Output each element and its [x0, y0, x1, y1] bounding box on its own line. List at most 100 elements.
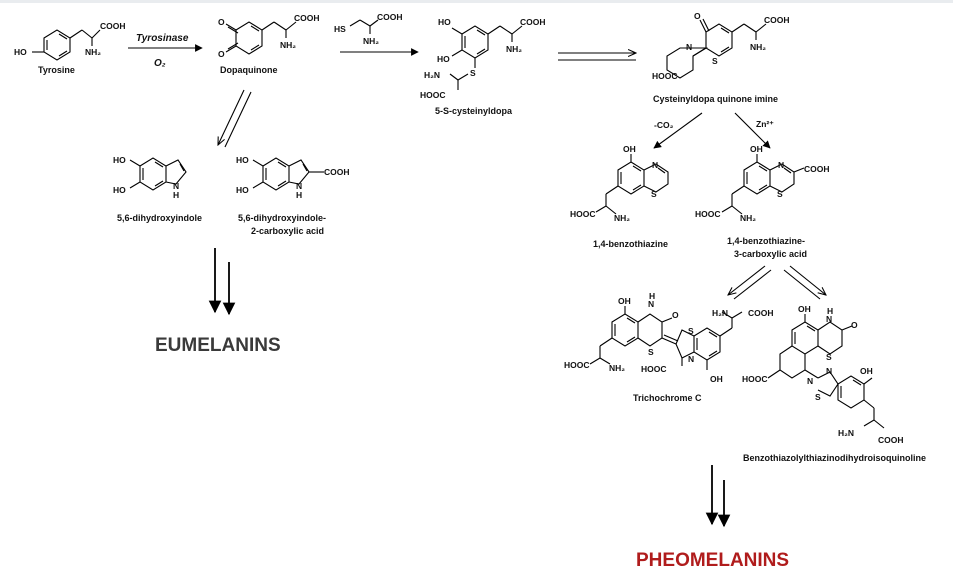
tyrosine-ho-label: HO	[14, 47, 27, 57]
quinone-imine-cooh-label: COOH	[764, 15, 790, 25]
trichochrome-nh2-label: NH₂	[609, 363, 625, 373]
cysteinyldopa-s-label: S	[470, 68, 476, 78]
trichochrome-oh1-label: OH	[618, 296, 631, 306]
benzothiazine-oh-label: OH	[623, 144, 636, 154]
quinone-imine-o-label: O	[694, 11, 701, 21]
dhi-ho1-label: HO	[113, 155, 126, 165]
cysteine-nh2-label: NH₂	[363, 36, 379, 46]
benzothiazine-n-label: N	[652, 160, 658, 170]
cysteinyldopa-cooh-label: COOH	[520, 17, 546, 27]
minus-co2-label: -CO₂	[654, 120, 674, 130]
trichochrome-arrow-2	[733, 269, 772, 300]
btca-label-line2: 3-carboxylic acid	[734, 249, 807, 259]
dhica-ho1-label: HO	[236, 155, 249, 165]
isoquinoline-arrow-1	[789, 265, 826, 295]
cysteinyldopa-nh2-label: NH₂	[506, 44, 522, 54]
zinc-arrow	[734, 112, 771, 149]
benzothiazine-structure: OH N S HOOC NH₂	[570, 144, 669, 223]
btca-s-label: S	[777, 189, 783, 199]
trichochrome-o-label: O	[672, 310, 679, 320]
btiq-h2n-label: H₂N	[838, 428, 854, 438]
benzothiazine-s-label: S	[651, 189, 657, 199]
trichochrome-hooc2-label: HOOC	[641, 364, 667, 374]
btiq-label: Benzothiazolylthiazinodihydroisoquinolin…	[743, 453, 926, 463]
quinone-imine-s-label: S	[712, 56, 718, 66]
btiq-s1-label: S	[826, 352, 832, 362]
dhica-structure: HO HO N H COOH	[236, 155, 350, 200]
btiq-n2-label: N	[807, 376, 813, 386]
quinone-imine-label: Cysteinyldopa quinone imine	[653, 94, 778, 104]
tyrosine-label: Tyrosine	[38, 65, 75, 75]
dhica-label-line1: 5,6-dihydroxyindole-	[238, 213, 326, 223]
isoquinoline-arrow-2	[783, 269, 821, 300]
pheomelanins-label: PHEOMELANINS	[636, 550, 789, 571]
btca-nh2-label: NH₂	[740, 213, 756, 223]
dhica-ho2-label: HO	[236, 185, 249, 195]
trichochrome-s2-label: S	[688, 326, 694, 336]
btiq-cooh-label: COOH	[878, 435, 904, 445]
btca-n-label: N	[778, 160, 784, 170]
dhi-n-label: N	[173, 181, 179, 191]
cyclization-arrow-2	[224, 91, 252, 148]
btiq-structure: OH N H O S N N S OH HOOC H₂N COOH	[742, 304, 904, 445]
eumelanins-label: EUMELANINS	[155, 335, 281, 356]
cysteinyldopa-ho2-label: HO	[437, 54, 450, 64]
zinc-label: Zn²⁺	[756, 119, 774, 129]
dopaquinone-structure: O O COOH NH₂	[218, 13, 320, 59]
cysteine-hs-label: HS	[334, 24, 346, 34]
cysteinyldopa-ho1-label: HO	[438, 17, 451, 27]
cysteinyldopa-label: 5-S-cysteinyldopa	[435, 106, 513, 116]
btiq-o-label: O	[851, 320, 858, 330]
dopaquinone-nh2-label: NH₂	[280, 40, 296, 50]
benzothiazine-label: 1,4-benzothiazine	[593, 239, 668, 249]
dhi-h-label: H	[173, 190, 179, 200]
btca-oh-label: OH	[750, 144, 763, 154]
benzothiazine-hooc-label: HOOC	[570, 209, 596, 219]
tyrosinase-label: Tyrosinase	[136, 33, 189, 44]
quinone-imine-n-label: N	[686, 42, 692, 52]
trichochrome-arrow-1	[728, 265, 766, 295]
cysteinyldopa-h2n-label: H₂N	[424, 70, 440, 80]
trichochrome-oh2-label: OH	[710, 374, 723, 384]
dopaquinone-label: Dopaquinone	[220, 65, 278, 75]
btiq-n3-label: N	[826, 366, 832, 376]
trichochrome-nh-n-label: N	[648, 299, 654, 309]
btiq-s2-label: S	[815, 392, 821, 402]
trichochrome-cooh-label: COOH	[748, 308, 774, 318]
trichochrome-n2-label: N	[688, 354, 694, 364]
trichochrome-s1-label: S	[648, 347, 654, 357]
tyrosine-structure: HO COOH NH₂	[14, 21, 126, 61]
cysteinyldopa-hooc-label: HOOC	[420, 90, 446, 100]
dhi-ho2-label: HO	[113, 185, 126, 195]
btiq-h-label: H	[827, 306, 833, 316]
btca-hooc-label: HOOC	[695, 209, 721, 219]
trichochrome-structure: OH N H O S S N HOOC NH₂ HOOC OH H₂N COOH	[564, 291, 774, 384]
btiq-n-label: N	[826, 314, 832, 324]
dopaquinone-o1-label: O	[218, 17, 225, 27]
btiq-hooc-label: HOOC	[742, 374, 768, 384]
btca-structure: OH N S COOH HOOC NH₂	[695, 144, 830, 223]
dhica-h-label: H	[296, 190, 302, 200]
benzothiazine-nh2-label: NH₂	[614, 213, 630, 223]
btca-label-line1: 1,4-benzothiazine-	[727, 236, 805, 246]
cysteine-cooh-label: COOH	[377, 12, 403, 22]
decarboxylation-arrow	[653, 112, 703, 149]
trichochrome-h2n-label: H₂N	[712, 308, 728, 318]
tyrosine-cooh-label: COOH	[100, 21, 126, 31]
cyclization-arrow-1	[218, 89, 245, 145]
trichochrome-hooc1-label: HOOC	[564, 360, 590, 370]
dhica-cooh-label: COOH	[324, 167, 350, 177]
btiq-oh2-label: OH	[860, 366, 873, 376]
dopaquinone-cooh-label: COOH	[294, 13, 320, 23]
tyrosine-nh2-label: NH₂	[85, 47, 101, 57]
dhi-structure: HO HO N H	[113, 155, 187, 200]
dopaquinone-o2-label: O	[218, 49, 225, 59]
dhi-label: 5,6-dihydroxyindole	[117, 213, 202, 223]
quinone-imine-nh2-label: NH₂	[750, 42, 766, 52]
btiq-oh1-label: OH	[798, 304, 811, 314]
cysteinyldopa-structure: HO HO S COOH NH₂ H₂N HOOC	[420, 17, 546, 100]
dhica-n-label: N	[296, 181, 302, 191]
oxygen-label: O₂	[154, 58, 166, 69]
trichochrome-nh-h-label: H	[649, 291, 655, 301]
